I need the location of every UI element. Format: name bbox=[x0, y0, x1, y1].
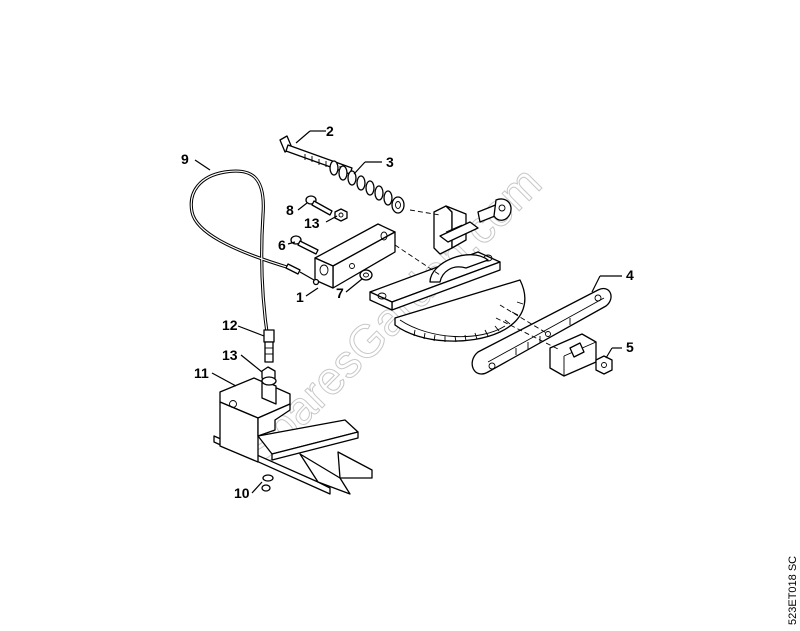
callout-7: 7 bbox=[336, 285, 344, 301]
callout-12: 12 bbox=[222, 317, 238, 333]
nut-part-upper bbox=[334, 208, 348, 222]
callout-9: 9 bbox=[181, 151, 189, 167]
bowden-cable-part bbox=[189, 169, 320, 342]
callout-3: 3 bbox=[386, 154, 394, 170]
callout-13-lower: 13 bbox=[222, 347, 238, 363]
guide-rail-part bbox=[471, 287, 612, 375]
square-tube-part bbox=[314, 223, 396, 289]
nut-part-5 bbox=[595, 355, 613, 375]
callout-6: 6 bbox=[278, 237, 286, 253]
callout-1: 1 bbox=[296, 289, 304, 305]
callout-11: 11 bbox=[194, 365, 209, 381]
callout-8: 8 bbox=[286, 202, 294, 218]
callout-4: 4 bbox=[626, 267, 634, 283]
callout-2: 2 bbox=[326, 123, 334, 139]
cable-adjuster-part bbox=[263, 329, 275, 363]
washer-stack-part bbox=[329, 160, 405, 214]
miter-gauge-part bbox=[369, 198, 526, 343]
screw-part-6 bbox=[290, 235, 319, 255]
assembly-lines bbox=[394, 209, 561, 351]
leader-lines bbox=[194, 130, 622, 494]
clamp-block-part bbox=[549, 333, 597, 377]
nut-part-7 bbox=[359, 269, 373, 281]
screw-part-8 bbox=[305, 195, 333, 216]
reference-code: 523ET018 SC bbox=[787, 556, 799, 625]
foot-pedal-part bbox=[213, 376, 373, 495]
protractor-ticks bbox=[413, 301, 524, 343]
callout-10: 10 bbox=[234, 485, 250, 501]
callout-5: 5 bbox=[626, 339, 634, 355]
callout-13-upper: 13 bbox=[304, 215, 320, 231]
pin-part-10 bbox=[261, 474, 274, 492]
